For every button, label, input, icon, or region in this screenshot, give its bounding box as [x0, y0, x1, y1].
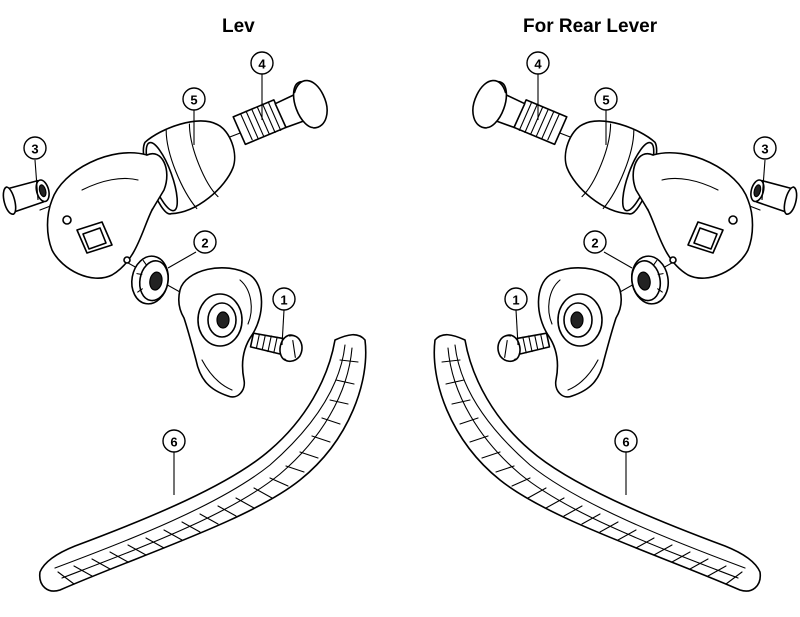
right-part-1-screw: [494, 326, 552, 365]
left-callout-3: 3: [23, 136, 47, 201]
svg-text:5: 5: [602, 93, 609, 108]
right-callout-5: 5: [594, 87, 618, 111]
right-callout-3: 3: [753, 136, 777, 160]
svg-text:2: 2: [591, 236, 598, 251]
right-callout-6: 6: [614, 429, 638, 453]
left-callout-6: 6: [162, 429, 186, 495]
right-callout-1: 1: [504, 287, 528, 311]
svg-text:3: 3: [31, 142, 38, 157]
left-callout-4: 4: [250, 51, 274, 120]
svg-text:3: 3: [761, 142, 768, 157]
svg-text:4: 4: [258, 57, 266, 72]
svg-text:6: 6: [622, 435, 629, 450]
left-part-2-ring: [127, 252, 173, 308]
right-part-6-bar-tape: [433, 333, 762, 592]
right-callout-lines: [515, 74, 766, 495]
right-part-lever: [537, 266, 622, 398]
left-part-lever: [178, 266, 263, 398]
left-part-6-bar-tape: [38, 333, 367, 592]
right-part-3-nut: [746, 175, 800, 217]
right-callout-4: 4: [526, 51, 550, 75]
right-callout-2: 2: [583, 230, 607, 254]
svg-text:1: 1: [512, 293, 519, 308]
left-part-4-bolt: [228, 75, 334, 154]
svg-text:4: 4: [534, 57, 542, 72]
right-part-4-bolt: [466, 75, 572, 154]
svg-text:2: 2: [201, 236, 208, 251]
right-assembly: [433, 74, 800, 592]
right-tape-wrap-marks: [441, 359, 743, 585]
left-callout-1: 1: [272, 287, 296, 346]
right-assembly-title: For Rear Lever: [523, 16, 658, 37]
left-assembly: 1 2 3 4 5 6: [0, 51, 367, 592]
svg-text:6: 6: [170, 435, 177, 450]
left-tape-wrap-marks: [57, 359, 359, 585]
svg-text:5: 5: [190, 93, 197, 108]
svg-text:1: 1: [280, 293, 287, 308]
left-part-1-screw: [248, 326, 306, 365]
left-callout-5: 5: [182, 87, 206, 145]
left-assembly-title: Lev: [222, 16, 255, 37]
right-part-2-ring: [627, 252, 673, 308]
left-part-3-nut: [0, 175, 54, 217]
left-callout-2: 2: [167, 230, 217, 269]
